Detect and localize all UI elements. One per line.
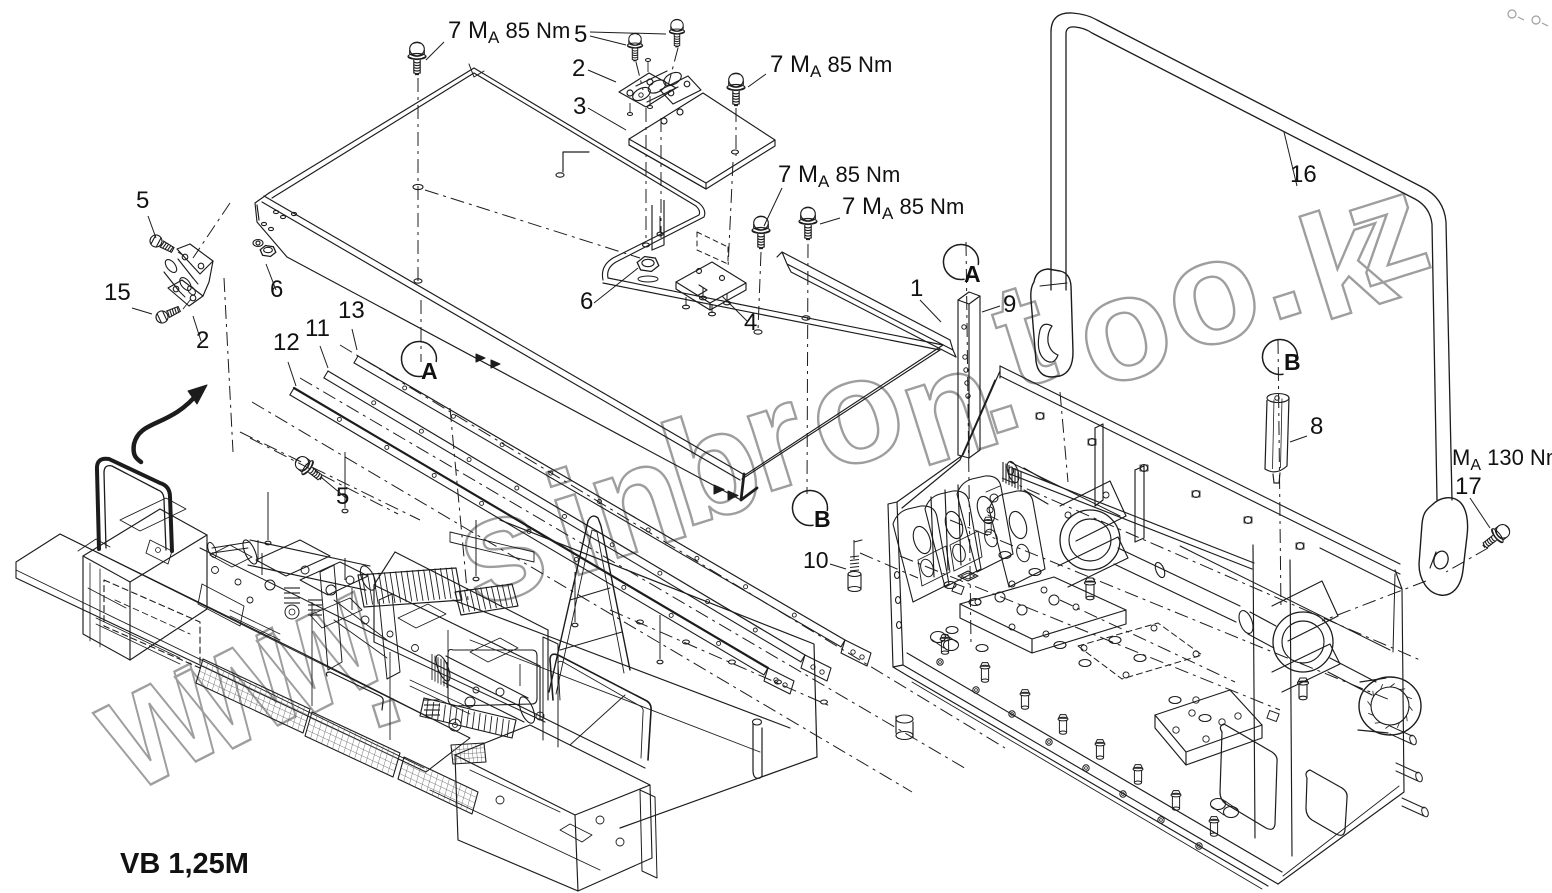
svg-text:10: 10 bbox=[803, 547, 829, 573]
svg-text:2: 2 bbox=[572, 55, 585, 82]
svg-text:7 MA 85 Nm: 7 MA 85 Nm bbox=[448, 17, 570, 47]
svg-text:9: 9 bbox=[1003, 291, 1016, 318]
svg-text:11: 11 bbox=[305, 315, 330, 342]
svg-text:B: B bbox=[814, 506, 831, 532]
svg-text:13: 13 bbox=[338, 297, 365, 324]
svg-text:A: A bbox=[421, 358, 438, 384]
svg-text:12: 12 bbox=[273, 329, 300, 356]
svg-text:7 MA 85 Nm: 7 MA 85 Nm bbox=[770, 51, 892, 81]
svg-text:8: 8 bbox=[1310, 413, 1323, 440]
svg-text:17: 17 bbox=[1455, 473, 1482, 500]
svg-text:4: 4 bbox=[744, 309, 757, 336]
svg-text:5: 5 bbox=[336, 483, 349, 510]
svg-text:6: 6 bbox=[580, 288, 593, 315]
svg-text:1: 1 bbox=[910, 275, 923, 302]
svg-text:MA 130 Nm: MA 130 Nm bbox=[1452, 445, 1552, 474]
svg-text:7 MA 85 Nm: 7 MA 85 Nm bbox=[842, 193, 964, 223]
svg-text:5: 5 bbox=[136, 187, 149, 214]
svg-text:5: 5 bbox=[574, 21, 587, 48]
svg-text:B: B bbox=[1284, 349, 1301, 375]
svg-text:3: 3 bbox=[573, 93, 586, 120]
svg-text:A: A bbox=[964, 261, 981, 287]
svg-text:15: 15 bbox=[104, 279, 131, 306]
svg-text:7 MA 85 Nm: 7 MA 85 Nm bbox=[778, 161, 900, 191]
svg-text:2: 2 bbox=[196, 327, 209, 354]
svg-text:VB 1,25M: VB 1,25M bbox=[120, 848, 249, 880]
